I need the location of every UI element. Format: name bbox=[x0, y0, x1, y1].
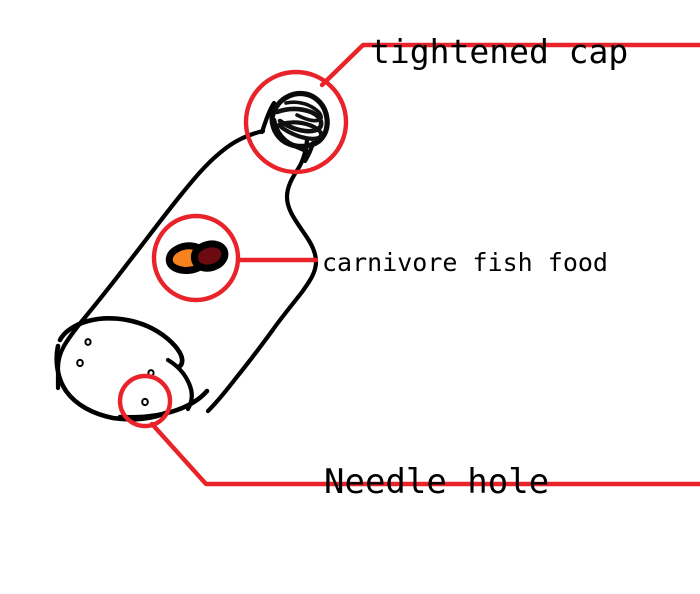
needle-hole-dots bbox=[76, 338, 155, 407]
annotation-tightened-cap[interactable]: tightened cap bbox=[243, 32, 700, 175]
bottle-cap bbox=[269, 90, 330, 164]
bottle-bottom-right-edge bbox=[117, 388, 210, 420]
bottle-right-outline bbox=[205, 137, 319, 414]
cap-scribble-2 bbox=[276, 120, 324, 141]
food-pellet-dark bbox=[190, 240, 229, 272]
cap-scribble-3 bbox=[284, 100, 323, 123]
bottle-left-outline bbox=[55, 128, 266, 391]
cap-ridge bbox=[302, 140, 316, 164]
cap-scribble-1 bbox=[274, 106, 324, 134]
callout-circle-tightened-cap[interactable] bbox=[243, 69, 349, 175]
callout-circle-needle-hole[interactable] bbox=[117, 373, 173, 429]
bottle-bottom-rim bbox=[57, 315, 185, 370]
label-carnivore-fish-food: carnivore fish food bbox=[322, 248, 608, 277]
leader-line-tightened-cap bbox=[319, 42, 700, 88]
needle-hole-dot bbox=[76, 358, 84, 368]
annotation-needle-hole[interactable]: Needle hole bbox=[117, 373, 700, 502]
needle-hole-dot bbox=[141, 397, 149, 407]
needle-hole-dot bbox=[84, 338, 92, 346]
fish-food-pellets bbox=[165, 240, 229, 274]
cap-neck-band bbox=[271, 117, 311, 155]
annotation-carnivore-fish-food[interactable]: carnivore fish food bbox=[151, 213, 608, 303]
leader-line-needle-hole bbox=[149, 421, 700, 487]
bottle-bottom-left-edge bbox=[54, 343, 171, 422]
bottle-drawing bbox=[54, 90, 330, 422]
bottle-neck-left bbox=[259, 100, 277, 135]
label-needle-hole: Needle hole bbox=[324, 462, 549, 502]
label-tightened-cap: tightened cap bbox=[370, 32, 628, 71]
